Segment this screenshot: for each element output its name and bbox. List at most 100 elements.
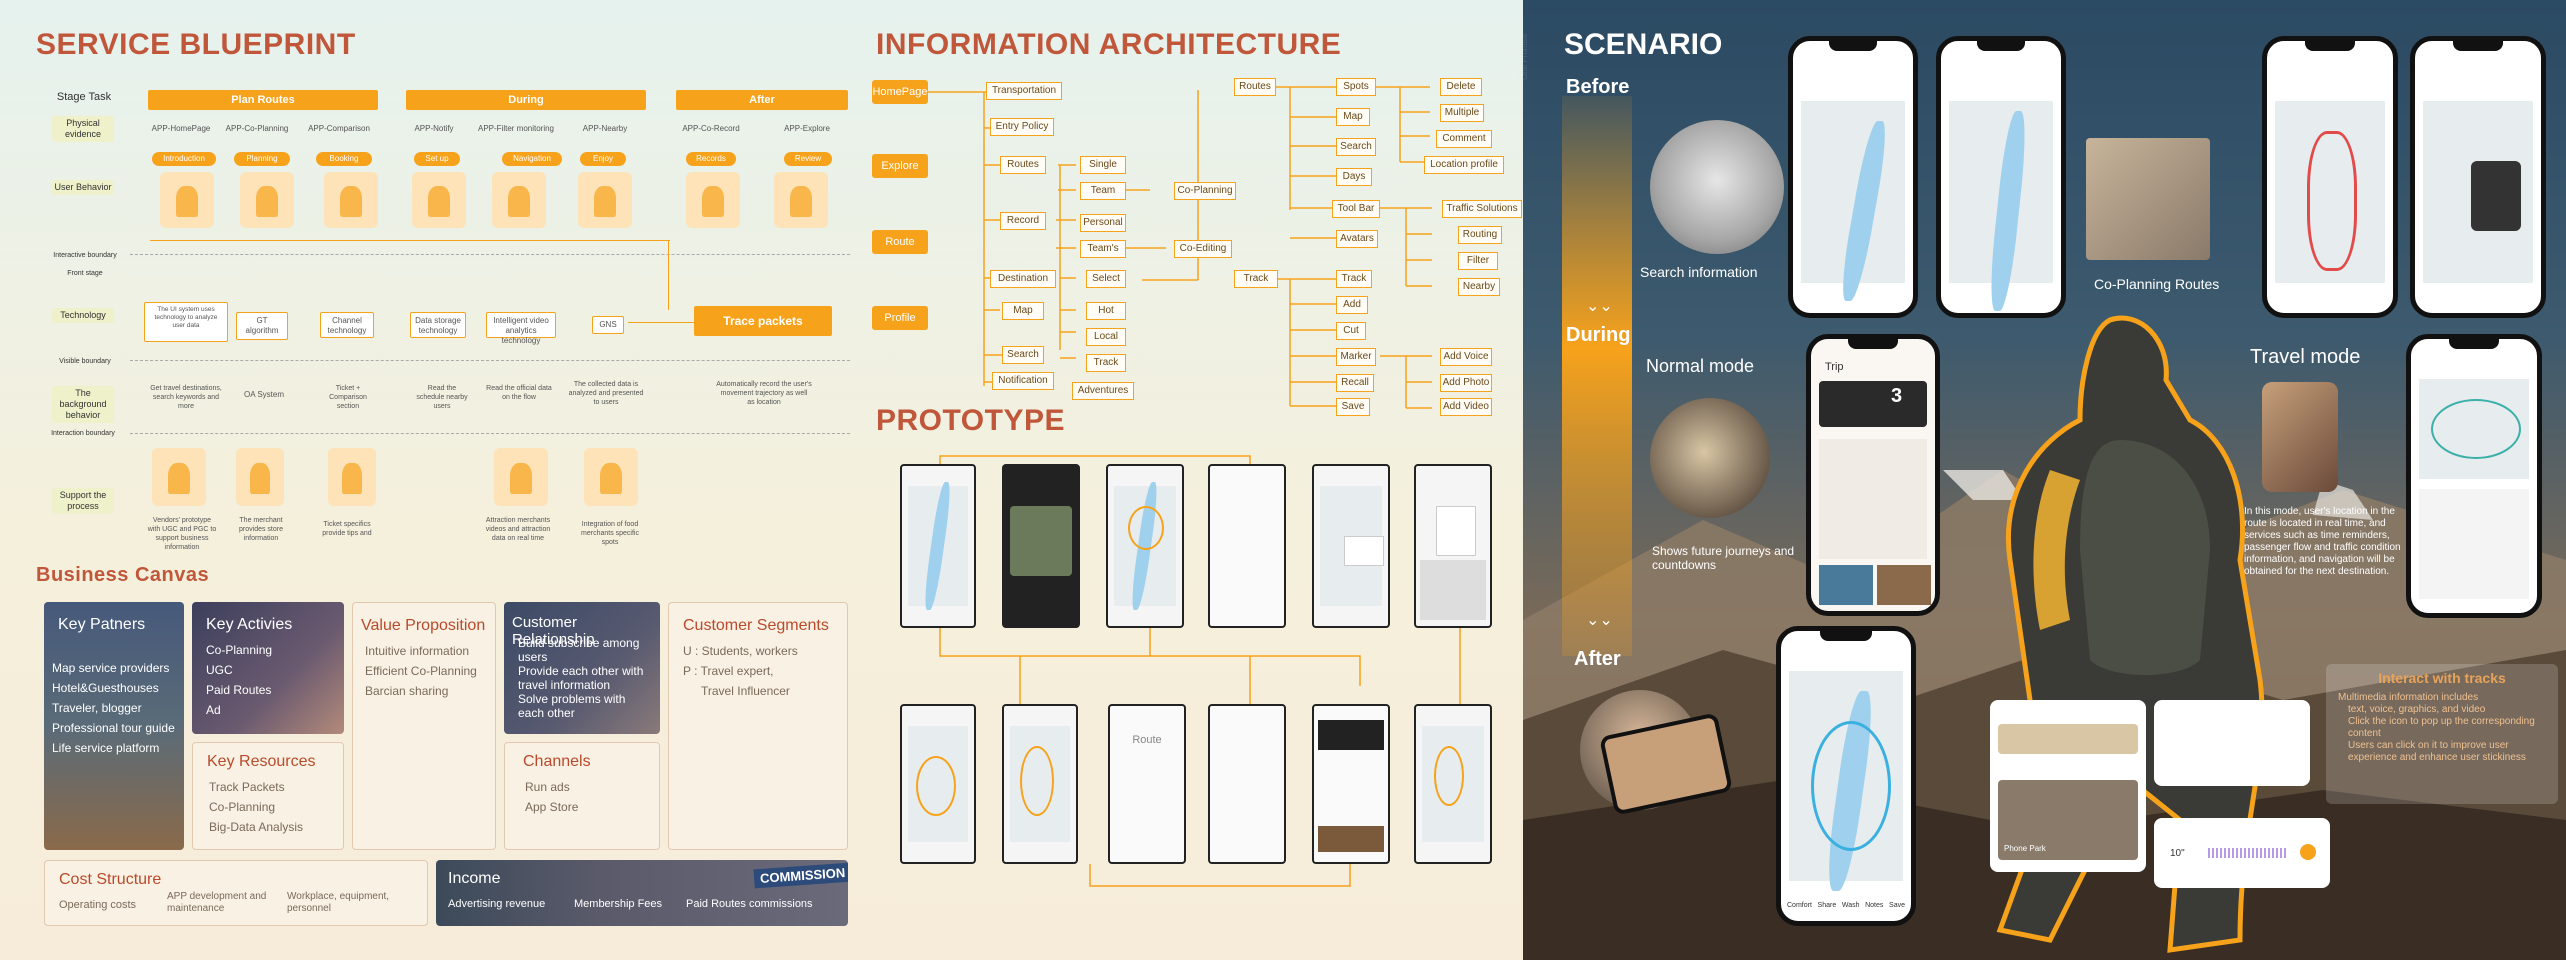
scenario-phone-travel: [2406, 334, 2542, 618]
stage-after-label: After: [1574, 648, 1621, 670]
scenario-title: SCENARIO: [1564, 28, 1723, 61]
customer-relationship-list: Build subscribe among users Provide each…: [518, 636, 654, 720]
list-item: Users can click on it to improve user ex…: [2348, 740, 2526, 763]
row-front-stage: Front stage: [67, 270, 103, 277]
prototype-screen-10[interactable]: [1208, 704, 1286, 864]
prototype-screen-3[interactable]: [1106, 464, 1184, 628]
channels-title: Channels: [523, 753, 591, 770]
list-item: Life service platform: [52, 741, 160, 755]
prototype-screen-12[interactable]: [1414, 704, 1492, 864]
list-item: Run ads: [525, 780, 570, 794]
tech-gt-algorithm: GT algorithm: [236, 312, 288, 340]
list-item: Paid Routes: [206, 683, 272, 697]
income-title: Income: [448, 870, 501, 887]
list-item: Co-Planning: [209, 800, 276, 814]
ia-recall: Recall: [1336, 374, 1374, 392]
prototype-screen-2[interactable]: [1002, 464, 1080, 628]
ia-single: Single: [1080, 156, 1126, 174]
tech-user-data: The UI system uses technology to analyze…: [144, 302, 228, 342]
phone-header: Trip: [1825, 361, 1844, 373]
ia-routing: Routing: [1458, 226, 1502, 244]
prototype-title: PROTOTYPE: [876, 404, 1065, 437]
row-technology: Technology: [52, 308, 114, 323]
prototype-screen-5[interactable]: [1312, 464, 1390, 628]
row-interactive-boundary: Interactive boundary: [53, 252, 117, 259]
ia-delete: Delete: [1440, 78, 1482, 96]
stage-task-label: Stage Task: [56, 91, 112, 103]
row-support-process: Support the process: [52, 488, 114, 514]
normal-mode-label: Normal mode: [1646, 356, 1755, 376]
ia-traffic-solutions: Traffic Solutions: [1442, 200, 1522, 218]
phone-bottom-label: Comfort: [1787, 902, 1812, 909]
prototype-screen-8[interactable]: [1002, 704, 1078, 864]
info-architecture-title: INFORMATION ARCHITECTURE: [876, 28, 1342, 61]
income-paid-routes: Paid Routes commissions: [686, 898, 813, 910]
illustration-co-planning: [240, 172, 294, 228]
ia-co-editing: Co-Editing: [1174, 240, 1232, 258]
ia-search: Search: [1002, 346, 1044, 364]
bg-oa-system: OA System: [243, 390, 284, 399]
visible-boundary-line: [130, 360, 850, 361]
phone-bottom-bar: Comfort Share Wash Notes Save: [1787, 902, 1905, 909]
touchpoint-notify: APP-Notify: [414, 124, 454, 133]
ia-route-track: Track: [1234, 270, 1278, 288]
list-item: UGC: [206, 663, 233, 677]
bg-ticket-comparison: Ticket + Comparison section: [329, 385, 367, 410]
prototype-screen-1[interactable]: [900, 464, 976, 628]
ia-track-track: Track: [1336, 270, 1372, 288]
card-cost-structure: Cost Structure Operating costs APP devel…: [44, 860, 428, 926]
ia-map: Map: [1002, 302, 1044, 320]
list-item: Build subscribe among users: [518, 636, 640, 664]
ia-track: Track: [1086, 354, 1126, 372]
prototype-screen-11[interactable]: [1312, 704, 1390, 864]
cost-app-dev: APP development and maintenance: [167, 891, 267, 914]
ia-multiple: Multiple: [1440, 104, 1484, 122]
key-resources-list: Track Packets Co-Planning Big-Data Analy…: [209, 777, 303, 837]
ia-personal: Personal: [1080, 214, 1126, 232]
card-key-partners: Key Patners Map service providers Hotel&…: [44, 602, 184, 850]
scenario-phone-normal: Trip 3: [1806, 334, 1940, 616]
prototype-screen-4[interactable]: [1208, 464, 1286, 628]
track-card-label: Phone Park: [2004, 844, 2046, 853]
list-item: Multimedia information includes: [2338, 692, 2479, 703]
stage-plan-routes: Plan Routes: [148, 90, 378, 110]
tech-video-analytics: Intelligent video analytics technology: [486, 312, 556, 345]
bg-schedule: Read the schedule nearby users: [416, 385, 468, 410]
tech-gns: GNS: [592, 316, 624, 334]
ia-avatars: Avatars: [1336, 230, 1378, 248]
ia-add-photo: Add Photo: [1440, 374, 1492, 392]
stage-after: After: [676, 90, 848, 110]
list-item: Map service providers: [52, 661, 170, 675]
list-item: Provide each other with travel informati…: [518, 664, 644, 692]
touchpoint-explore: APP-Explore: [784, 124, 830, 133]
trace-packets-box: Trace packets: [694, 306, 832, 336]
list-item: Barcian sharing: [365, 684, 449, 698]
user-flow-line: [150, 240, 670, 241]
ia-notification: Notification: [992, 372, 1054, 390]
scenario-phone-before-3: [2262, 36, 2398, 318]
ia-root-profile: Profile: [872, 306, 928, 330]
phone-bottom-label: Share: [1817, 902, 1837, 909]
cost-workplace: Workplace, equipment, personnel: [287, 891, 390, 914]
prototype-screen-9[interactable]: Route: [1108, 704, 1186, 864]
cost-structure-title: Cost Structure: [59, 871, 162, 888]
row-physical-evidence: Physical evidence: [52, 116, 114, 142]
play-icon[interactable]: [2300, 844, 2316, 860]
internal-boundary-line: [130, 433, 850, 434]
interact-list: Multimedia information includes text, vo…: [2338, 692, 2548, 764]
photo-co-planning: [2086, 138, 2210, 260]
value-proposition-title: Value Proposition: [361, 617, 486, 634]
photo-laptop-search: [1650, 120, 1784, 254]
card-value-proposition: Value Proposition Intuitive information …: [352, 602, 496, 850]
ia-routes: Routes: [1000, 156, 1046, 174]
support-attraction: Attraction merchants videos and attracti…: [485, 517, 551, 542]
ia-select: Select: [1086, 270, 1126, 288]
touchpoint-homepage: APP-HomePage: [151, 124, 211, 133]
card-channels: Channels Run ads App Store: [504, 742, 660, 850]
list-item: Co-Planning: [206, 643, 273, 657]
prototype-screen-6[interactable]: [1414, 464, 1492, 628]
prototype-screen-7[interactable]: [900, 704, 976, 864]
interact-tracks-panel: Interact with tracks Multimedia informat…: [2326, 664, 2558, 804]
photo-travel-phone: [2262, 382, 2338, 492]
countdown-number: 3: [1891, 385, 1903, 407]
